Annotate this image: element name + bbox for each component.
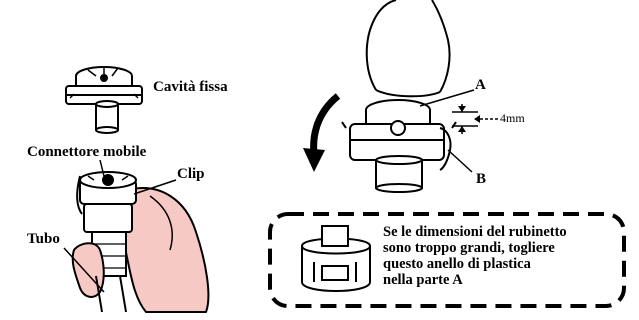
tap-connector-illustration xyxy=(342,100,456,192)
fixed-cavity-illustration xyxy=(66,66,142,133)
note-line: Se le dimensioni del rubinetto xyxy=(383,224,623,240)
fixed-cavity-label: Cavità fissa xyxy=(153,80,228,95)
tap-hand-illustration xyxy=(367,0,450,96)
mobile-connector-label: Connettore mobile xyxy=(27,145,146,160)
note-text: Se le dimensioni del rubinetto sono trop… xyxy=(383,224,623,288)
tube-label: Tubo xyxy=(27,232,60,247)
note-line: questo anello di plastica xyxy=(383,256,623,272)
clip-label: Clip xyxy=(177,167,205,182)
hand-illustration xyxy=(123,188,208,312)
plastic-ring-illustration xyxy=(302,226,370,291)
note-line: sono troppo grandi, togliere xyxy=(383,240,623,256)
dimension-label: 4mm xyxy=(500,112,525,124)
rotation-arrow xyxy=(303,96,338,172)
point-a-label: A xyxy=(475,78,486,93)
dimension-marker xyxy=(452,104,500,134)
point-b-label: B xyxy=(476,172,486,187)
note-line: nella parte A xyxy=(383,272,623,288)
